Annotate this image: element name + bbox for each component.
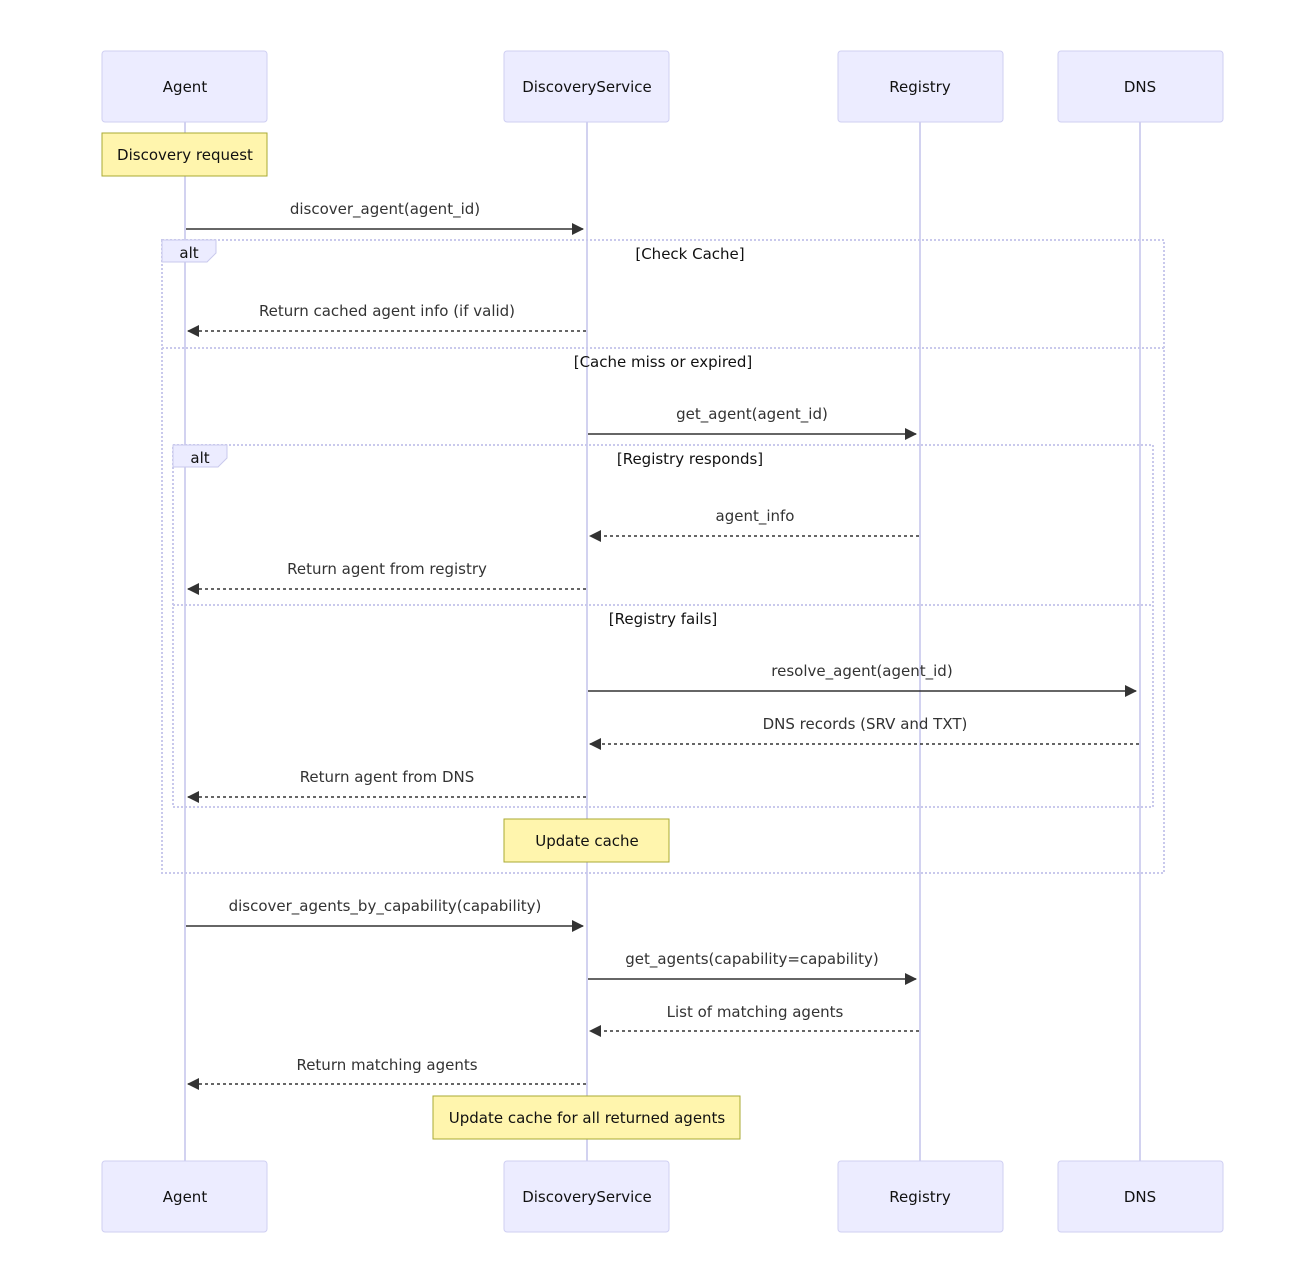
actor-label-registry-top: Registry [889, 78, 951, 96]
actor-label-dns-bottom: DNS [1124, 1188, 1156, 1206]
message-label-agent-info: agent_info [716, 507, 795, 526]
actor-label-dns-top: DNS [1124, 78, 1156, 96]
actor-label-registry-bottom: Registry [889, 1188, 951, 1206]
note-update-cache-box [503, 818, 670, 863]
actor-box-agent-bottom [101, 1160, 268, 1233]
message-label-discover-agent: discover_agent(agent_id) [290, 200, 480, 219]
alt-fragment-outer: alt [Check Cache] [Cache miss or expired… [161, 239, 1165, 874]
note-update-cache-all: Update cache for all returned agents [449, 1109, 726, 1127]
note-discovery-request-box [101, 132, 268, 177]
alt-inner-condition-1: [Registry responds] [617, 450, 763, 468]
actors-top: Agent DiscoveryService Registry DNS [101, 50, 1224, 123]
actor-box-discovery-service-bottom [503, 1160, 670, 1233]
actor-label-agent-bottom: Agent [163, 1188, 208, 1206]
message-label-return-matching: Return matching agents [296, 1056, 477, 1074]
actor-box-registry-top [837, 50, 1004, 123]
messages: discover_agent(agent_id) Return cached a… [186, 200, 1139, 1090]
message-label-get-agents: get_agents(capability=capability) [625, 950, 878, 969]
alt-outer-tab [161, 239, 217, 263]
message-label-dns-records: DNS records (SRV and TXT) [763, 715, 968, 733]
message-label-list-matching: List of matching agents [667, 1003, 844, 1021]
lifelines [184, 122, 1141, 1161]
actor-box-dns-top [1057, 50, 1224, 123]
notes: Discovery request Update cache Update ca… [101, 132, 741, 1140]
message-label-resolve-agent: resolve_agent(agent_id) [771, 662, 952, 681]
message-label-discover-by-capability: discover_agents_by_capability(capability… [229, 897, 542, 916]
message-label-return-cached: Return cached agent info (if valid) [259, 302, 515, 320]
alt-inner-tab [172, 444, 228, 468]
alt-inner-condition-2: [Registry fails] [609, 610, 718, 628]
actor-box-dns-bottom [1057, 1160, 1224, 1233]
actor-box-discovery-service-top [503, 50, 670, 123]
alt-fragment-inner: alt [Registry responds] [Registry fails] [172, 444, 1154, 808]
note-update-cache: Update cache [535, 832, 639, 850]
alt-outer-label: alt [179, 244, 198, 262]
alt-inner-label: alt [190, 449, 209, 467]
alt-outer-condition-1: [Check Cache] [635, 245, 744, 263]
actors-bottom: Agent DiscoveryService Registry DNS [101, 1160, 1224, 1233]
message-label-return-from-registry: Return agent from registry [287, 560, 487, 578]
actor-label-discovery-service-bottom: DiscoveryService [522, 1188, 652, 1206]
actor-label-agent-top: Agent [163, 78, 208, 96]
alt-outer-condition-2: [Cache miss or expired] [574, 353, 753, 371]
message-label-get-agent: get_agent(agent_id) [676, 405, 828, 424]
actor-box-agent-top [101, 50, 268, 123]
note-discovery-request: Discovery request [117, 146, 253, 164]
actor-label-discovery-service-top: DiscoveryService [522, 78, 652, 96]
alt-outer-border [161, 239, 1165, 874]
message-label-return-from-dns: Return agent from DNS [300, 768, 475, 786]
actor-box-registry-bottom [837, 1160, 1004, 1233]
alt-inner-border [172, 444, 1154, 808]
note-update-cache-all-box [432, 1095, 741, 1140]
